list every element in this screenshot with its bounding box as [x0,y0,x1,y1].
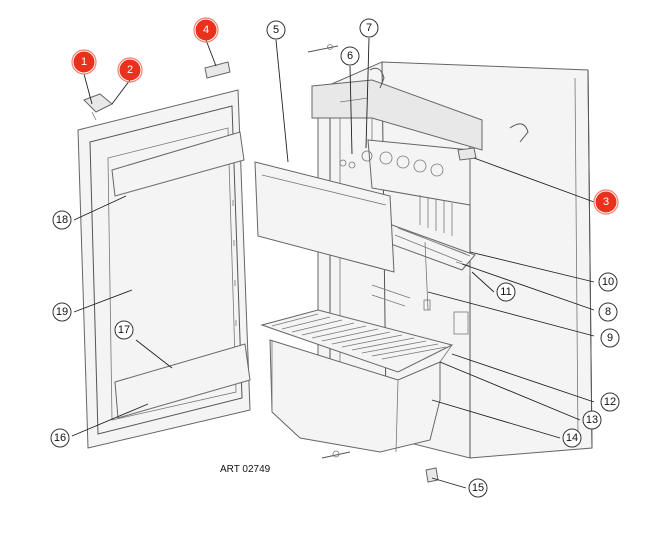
callout-7-label: 7 [366,22,372,34]
callout-18-circle [52,210,72,230]
callout-3-label: 3 [603,196,609,208]
callout-15-circle [468,478,488,498]
callout-1-ring [71,49,97,75]
callout-11-circle [496,282,516,302]
callout-17: 17 [114,320,134,340]
callout-10-label: 10 [602,276,614,288]
callout-6-circle [340,46,360,66]
callout-9: 9 [600,328,620,348]
callout-14: 14 [562,428,582,448]
callout-2-circle [119,59,141,81]
callout-8: 8 [598,302,618,322]
callout-12: 12 [600,392,620,412]
callout-2: 2 [117,57,143,83]
leader-lines [71,37,595,489]
callout-13-circle [582,410,602,430]
callout-18: 18 [52,210,72,230]
crisper-assembly [260,309,454,453]
callout-4-circle [195,19,217,41]
callout-17-circle [114,320,134,340]
callout-6-label: 6 [347,50,353,62]
callout-12-circle [600,392,620,412]
callout-7: 7 [359,18,379,38]
callout-12-label: 12 [604,396,616,408]
callout-8-label: 8 [605,306,611,318]
callout-3-ring [593,189,619,215]
callout-5-label: 5 [273,24,279,36]
callout-11-label: 11 [500,286,511,298]
callout-11: 11 [496,282,516,302]
callout-10: 10 [598,272,618,292]
callout-1: 1 [71,49,97,75]
callout-4-label: 4 [203,24,209,36]
callout-2-label: 2 [127,64,133,76]
callout-16: 16 [50,428,70,448]
callout-1-circle [73,51,95,73]
callout-15-label: 15 [472,482,484,494]
callout-1-label: 1 [81,56,87,68]
callout-13-label: 13 [586,414,598,426]
callout-8-circle [598,302,618,322]
callout-9-label: 9 [607,332,613,344]
callout-16-circle [50,428,70,448]
callout-4: 4 [193,17,219,43]
callout-5-circle [266,20,286,40]
callout-17-label: 17 [118,324,130,336]
callout-5: 5 [266,20,286,40]
callout-9-circle [600,328,620,348]
callout-2-ring [117,57,143,83]
callout-19-label: 19 [56,306,68,318]
small-parts [83,44,477,483]
callout-3-circle [595,191,617,213]
callout-15: 15 [468,478,488,498]
door-panel [77,89,251,449]
callout-19-circle [52,302,72,322]
callout-3: 3 [593,189,619,215]
callout-16-label: 16 [54,432,66,444]
callout-19: 19 [52,302,72,322]
door-cover [254,161,395,273]
callout-7-circle [359,18,379,38]
callout-6: 6 [340,46,360,66]
callout-10-circle [598,272,618,292]
callout-18-label: 18 [56,214,68,226]
callout-13: 13 [582,410,602,430]
callout-4-ring [193,17,219,43]
art-number: ART 02749 [220,464,271,475]
callout-14-label: 14 [566,432,578,444]
callout-14-circle [562,428,582,448]
